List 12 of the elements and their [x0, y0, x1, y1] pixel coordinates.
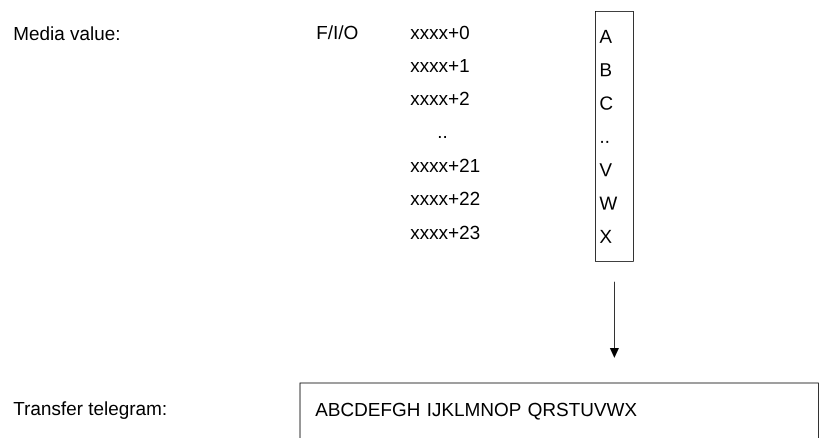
prefix-label: F/I/O	[318, 25, 358, 40]
address-label: xxxx+21	[410, 158, 480, 172]
address-label: xxxx+22	[410, 192, 480, 205]
ellipsis: ..	[438, 136, 446, 138]
field-label: Transfer telegram:	[14, 401, 166, 419]
address-label: xxxx+1	[410, 58, 469, 72]
address-label: xxxx+2	[410, 92, 469, 105]
character-column-box: A B C .. V W X	[595, 11, 634, 262]
address-label: xxxx+0	[410, 26, 469, 40]
telegram-box: ABCDEFGH IJKLMNOP QRSTUVWX	[300, 382, 819, 438]
address-label: xxxx+23	[410, 226, 480, 240]
field-label: Media value:	[14, 26, 119, 40]
